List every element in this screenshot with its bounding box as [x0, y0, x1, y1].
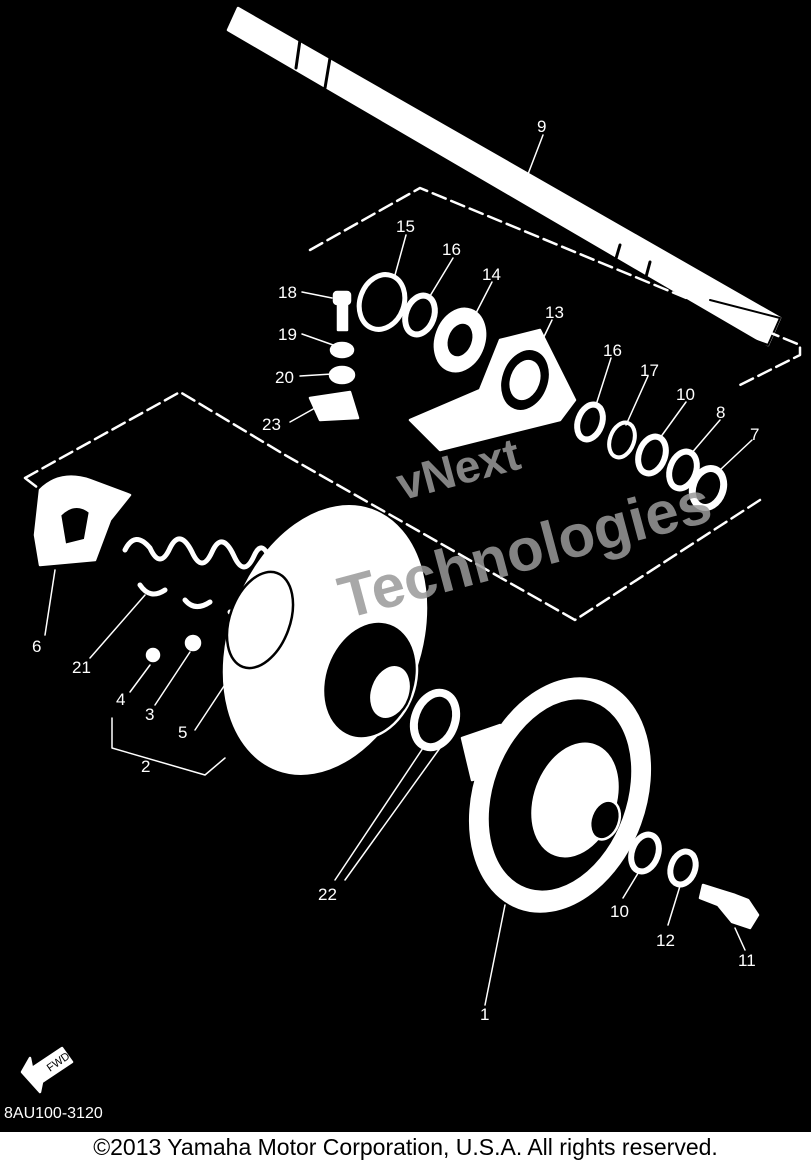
- callout-23: 23: [262, 415, 281, 434]
- callout-3: 3: [145, 705, 154, 724]
- callout-15: 15: [396, 217, 415, 236]
- bearing-part[interactable]: [427, 302, 494, 379]
- callout-10a: 10: [676, 385, 695, 404]
- washer-part-12[interactable]: [666, 848, 700, 888]
- callout-13: 13: [545, 303, 564, 322]
- callout-1: 1: [480, 1005, 489, 1024]
- callout-2: 2: [141, 757, 150, 776]
- forward-arrow-icon: [20, 1046, 74, 1094]
- pin-part[interactable]: [145, 647, 161, 663]
- exploded-parts-diagram: 9 15 16 14 13 18 19 20 23 16 17 10 8 7 6…: [4, 6, 802, 1122]
- callout-9: 9: [537, 117, 546, 136]
- callout-16b: 16: [603, 341, 622, 360]
- sheave-part[interactable]: [189, 478, 462, 802]
- callout-20: 20: [275, 368, 294, 387]
- bushing-part[interactable]: [407, 687, 464, 753]
- cam-part[interactable]: [33, 475, 132, 567]
- nut-part-7[interactable]: [687, 464, 729, 512]
- callout-10b: 10: [610, 902, 629, 921]
- callout-6: 6: [32, 637, 41, 656]
- callout-14: 14: [482, 265, 501, 284]
- washer-part[interactable]: [400, 291, 440, 338]
- washer-part-16b[interactable]: [573, 401, 608, 443]
- bracket-part[interactable]: [308, 390, 360, 422]
- circlip-part[interactable]: [352, 268, 412, 336]
- callout-12: 12: [656, 931, 675, 950]
- roller-part[interactable]: [184, 634, 202, 652]
- callout-18: 18: [278, 283, 297, 302]
- bolt-part-11[interactable]: [698, 883, 760, 930]
- washer-part-10a[interactable]: [633, 433, 670, 478]
- bearing-housing-part[interactable]: [408, 328, 577, 452]
- callout-5: 5: [178, 723, 187, 742]
- diagram-code: 8AU100-3120: [4, 1105, 103, 1122]
- callout-19: 19: [278, 325, 297, 344]
- callout-8: 8: [716, 403, 725, 422]
- shaft-part[interactable]: [226, 6, 782, 347]
- callout-11: 11: [738, 951, 756, 970]
- callout-17: 17: [640, 361, 659, 380]
- callout-21: 21: [72, 658, 91, 677]
- callout-16: 16: [442, 240, 461, 259]
- washer-part-20[interactable]: [328, 365, 356, 385]
- callout-7: 7: [750, 425, 759, 444]
- washer-part-10b[interactable]: [626, 831, 663, 876]
- callout-22: 22: [318, 885, 337, 904]
- circlip-part-17[interactable]: [605, 419, 640, 461]
- leader-lines: [44, 134, 753, 1006]
- callout-4: 4: [116, 690, 125, 709]
- secondary-sheave-part[interactable]: [439, 653, 681, 937]
- bolt-part[interactable]: [332, 290, 352, 332]
- copyright-footer: ©2013 Yamaha Motor Corporation, U.S.A. A…: [0, 1132, 811, 1162]
- upper-assembly-outline: [283, 186, 802, 622]
